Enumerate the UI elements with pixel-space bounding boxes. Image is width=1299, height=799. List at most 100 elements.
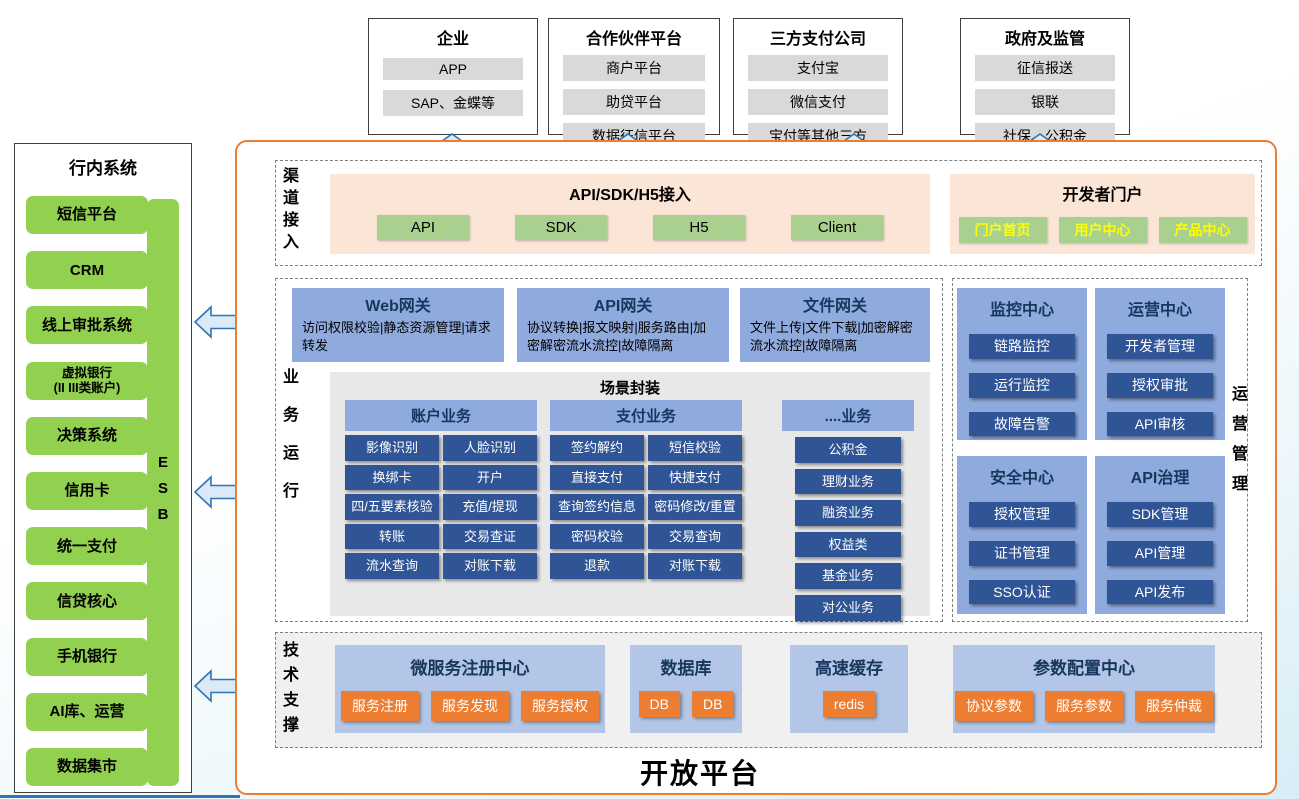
external-box-title: 企业 — [436, 31, 469, 48]
center-buttons: 链路监控 运行监控 故障告警 — [957, 334, 1087, 437]
external-box-third-party-payment: 三方支付公司 支付宝 微信支付 宝付等其他三方 — [733, 18, 903, 149]
external-item: 微信支付 — [748, 89, 888, 115]
group-header: 支付业务 — [550, 400, 742, 431]
tech-button: 服务授权 — [521, 691, 599, 721]
gateway-desc: 协议转换|报文映射|服务路由|加密解密流水流控|故障隔离 — [527, 320, 707, 354]
external-item: 助贷平台 — [563, 89, 705, 115]
tech-buttons: DB DB — [630, 691, 742, 717]
tech-buttons: 协议参数 服务参数 服务仲裁 — [953, 691, 1215, 721]
gateway-desc: 文件上传|文件下载|加密解密流水流控|故障隔离 — [750, 320, 913, 354]
scene-button: 对公业务 — [795, 594, 901, 621]
scene-button: 对账下载 — [648, 553, 742, 579]
scene-button: 转账 — [345, 523, 439, 550]
business-run-label: 业务运行 — [280, 368, 297, 520]
access-buttons: API SDK H5 Client — [330, 215, 930, 240]
monitoring-center-box: 监控中心 链路监控 运行监控 故障告警 — [957, 288, 1087, 440]
scene-encapsulation-box: 场景封装 账户业务 影像识别 人脸识别 换绑卡 开户 四/五要素核验 充值/提现… — [330, 372, 930, 621]
external-items: 征信报送 银联 社保、公积金 — [975, 55, 1115, 149]
scene-button: 查询签约信息 — [550, 494, 644, 520]
scene-button: 直接支付 — [550, 464, 644, 491]
internal-system-item: 决策系统 — [26, 416, 148, 455]
api-gateway-box: API网关 协议转换|报文映射|服务路由|加密解密流水流控|故障隔离 — [517, 288, 729, 362]
center-button: SSO认证 — [969, 579, 1075, 605]
scene-button: 权益类 — [795, 531, 901, 558]
center-button: 证书管理 — [969, 540, 1075, 566]
scene-button: 交易查证 — [443, 523, 537, 550]
tech-button: 服务参数 — [1045, 691, 1123, 721]
scene-button: 公积金 — [795, 437, 901, 463]
scene-button: 开户 — [443, 464, 537, 491]
portal-home-button: 门户首页 — [958, 217, 1047, 243]
tech-button: 服务仲裁 — [1135, 691, 1213, 721]
api-sdk-h5-access-box: API/SDK/H5接入 API SDK H5 Client — [330, 174, 930, 254]
h5-button: H5 — [653, 215, 745, 240]
scene-button: 融资业务 — [795, 500, 901, 526]
gateway-title: Web网关 — [365, 298, 431, 315]
portal-buttons: 门户首页 用户中心 产品中心 — [950, 217, 1255, 243]
internal-system-item: 信用卡 — [26, 471, 148, 510]
scene-button: 基金业务 — [795, 563, 901, 589]
developer-portal-box: 开发者门户 门户首页 用户中心 产品中心 — [950, 174, 1255, 254]
center-button: API发布 — [1107, 579, 1213, 605]
tech-button: 服务发现 — [431, 691, 509, 721]
external-box-title: 合作伙伴平台 — [585, 31, 682, 48]
scene-button: 对账下载 — [443, 553, 537, 579]
gateway-desc: 访问权限校验|静态资源管理|请求转发 — [302, 320, 491, 354]
tech-box-title: 数据库 — [660, 659, 712, 678]
center-title: API治理 — [1130, 470, 1190, 487]
channel-access-label: 渠道接入 — [280, 167, 297, 255]
operations-center-box: 运营中心 开发者管理 授权审批 API审核 — [1095, 288, 1225, 440]
db-button: DB — [692, 691, 734, 717]
internal-system-item: CRM — [26, 251, 148, 290]
other-business-group: ....业务 公积金 理财业务 融资业务 权益类 基金业务 对公业务 — [782, 400, 914, 621]
tech-button: 服务注册 — [341, 691, 419, 721]
group-buttons: 影像识别 人脸识别 换绑卡 开户 四/五要素核验 充值/提现 转账 交易查证 流… — [345, 435, 537, 579]
external-item: 支付宝 — [748, 55, 888, 81]
client-button: Client — [791, 215, 883, 240]
esb-bus-bar: ESB — [147, 199, 179, 786]
business-run-section — [275, 278, 943, 622]
scene-button: 退款 — [550, 553, 644, 579]
scene-encapsulation-title: 场景封装 — [599, 380, 660, 397]
external-item: APP — [383, 58, 523, 80]
tech-buttons: 服务注册 服务发现 服务授权 — [335, 691, 605, 721]
internal-system-item: AI库、运营 — [26, 692, 148, 731]
group-buttons: 签约解约 短信校验 直接支付 快捷支付 查询签约信息 密码修改/重置 密码校验 … — [550, 435, 742, 579]
bottom-edge-line — [0, 795, 240, 798]
group-header: ....业务 — [782, 400, 914, 431]
scene-button: 影像识别 — [345, 435, 439, 461]
microservice-registry-box: 微服务注册中心 服务注册 服务发现 服务授权 — [335, 645, 605, 733]
platform-title: 开放平台 — [639, 758, 760, 789]
account-business-group: 账户业务 影像识别 人脸识别 换绑卡 开户 四/五要素核验 充值/提现 转账 交… — [345, 400, 537, 579]
tech-buttons: redis — [790, 691, 908, 717]
center-button: 授权管理 — [969, 502, 1075, 527]
center-button: 开发者管理 — [1107, 334, 1213, 359]
scene-button: 快捷支付 — [648, 464, 742, 491]
center-title: 监控中心 — [989, 302, 1054, 319]
gateway-title: API网关 — [593, 298, 653, 315]
file-gateway-box: 文件网关 文件上传|文件下载|加密解密流水流控|故障隔离 — [740, 288, 930, 362]
center-title: 运营中心 — [1127, 302, 1192, 319]
payment-business-group: 支付业务 签约解约 短信校验 直接支付 快捷支付 查询签约信息 密码修改/重置 … — [550, 400, 742, 579]
external-item: 银联 — [975, 89, 1115, 115]
center-button: SDK管理 — [1107, 502, 1213, 527]
redis-button: redis — [822, 691, 876, 717]
group-buttons: 公积金 理财业务 融资业务 权益类 基金业务 对公业务 — [782, 437, 914, 621]
scene-button: 交易查询 — [648, 523, 742, 550]
scene-button: 理财业务 — [795, 468, 901, 495]
scene-button: 流水查询 — [345, 553, 439, 579]
internal-system-item: 线上审批系统 — [26, 306, 148, 345]
scene-button: 短信校验 — [648, 435, 742, 461]
internal-system-item: 手机银行 — [26, 637, 148, 676]
cache-box: 高速缓存 redis — [790, 645, 908, 733]
product-center-button: 产品中心 — [1158, 217, 1247, 243]
sdk-button: SDK — [515, 215, 607, 240]
external-item: SAP、金蝶等 — [383, 90, 523, 116]
security-center-box: 安全中心 授权管理 证书管理 SSO认证 — [957, 456, 1087, 614]
developer-portal-title: 开发者门户 — [1062, 187, 1143, 204]
internal-system-item: 统一支付 — [26, 527, 148, 566]
external-item: 征信报送 — [975, 55, 1115, 81]
channel-access-section — [275, 160, 1262, 266]
center-title: 安全中心 — [989, 470, 1054, 487]
